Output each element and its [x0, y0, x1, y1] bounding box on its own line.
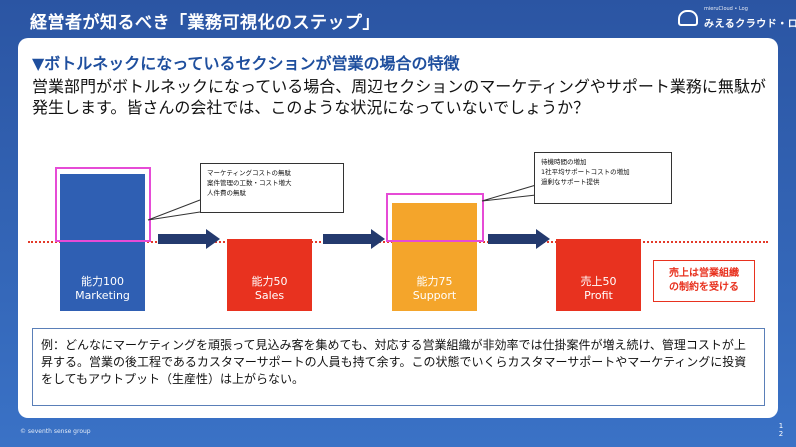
- callout-support-waste: 待機時間の増加 1社平均サポートコストの増加 過剰なサポート提供: [534, 152, 672, 204]
- bar-sales-capacity: 能力50: [251, 275, 288, 288]
- callout-item: 1社平均サポートコストの増加: [541, 168, 630, 176]
- bar-profit-value: 売上50: [580, 275, 617, 288]
- constraint-line-2: の制約を受ける: [669, 282, 739, 293]
- bar-support-label: Support: [412, 289, 457, 302]
- bar-profit: 売上50 Profit: [556, 239, 641, 311]
- callout-item: 待機時間の増加: [541, 158, 587, 166]
- logo-name: みえるクラウド・ログ: [704, 19, 796, 30]
- callout-pointer-right: [481, 184, 537, 202]
- callout-item: 過剰なサポート提供: [541, 178, 600, 186]
- bar-marketing: 能力100 Marketing: [60, 174, 145, 311]
- callout-item: マーケティングコストの無駄: [207, 169, 291, 177]
- cloud-icon: [678, 10, 698, 26]
- bar-profit-label: Profit: [584, 289, 613, 302]
- content-card: ▼ボトルネックになっているセクションが営業の場合の特徴 営業部門がボトルネックに…: [18, 38, 778, 418]
- waste-highlight-support: [386, 193, 484, 242]
- bar-support-capacity: 能力75: [416, 275, 453, 288]
- waste-highlight-marketing: [55, 167, 151, 242]
- slide-title: 経営者が知るべき「業務可視化のステップ」: [30, 13, 380, 33]
- bar-marketing-capacity: 能力100: [81, 275, 124, 288]
- constraint-line-1: 売上は営業組織: [669, 268, 739, 279]
- brand-logo: mieruCloud • Log みえるクラウド・ログ: [676, 6, 796, 30]
- callout-pointer-left: [147, 199, 201, 221]
- callout-item: 案件管理の工数・コスト増大: [207, 179, 292, 187]
- logo-tagline: mieruCloud • Log: [704, 6, 748, 12]
- intro-text: 営業部門がボトルネックになっている場合、周辺セクションのマーケティングやサポート…: [32, 77, 766, 117]
- bar-sales-label: Sales: [254, 289, 285, 302]
- constraint-note: 売上は営業組織 の制約を受ける: [653, 260, 755, 302]
- example-box: 例：どんなにマーケティングを頑張って見込み客を集めても、対応する営業組織が非効率…: [32, 328, 765, 406]
- section-heading: ▼ボトルネックになっているセクションが営業の場合の特徴: [32, 54, 460, 73]
- bar-sales: 能力50 Sales: [227, 239, 312, 311]
- copyright: © seventh sense group: [20, 428, 91, 435]
- callout-marketing-waste: マーケティングコストの無駄 案件管理の工数・コスト増大 人件費の無駄: [200, 163, 344, 213]
- bar-support: 能力75 Support: [392, 203, 477, 311]
- callout-item: 人件費の無駄: [207, 189, 246, 197]
- page-number: 12: [778, 422, 784, 438]
- bar-marketing-label: Marketing: [75, 289, 130, 302]
